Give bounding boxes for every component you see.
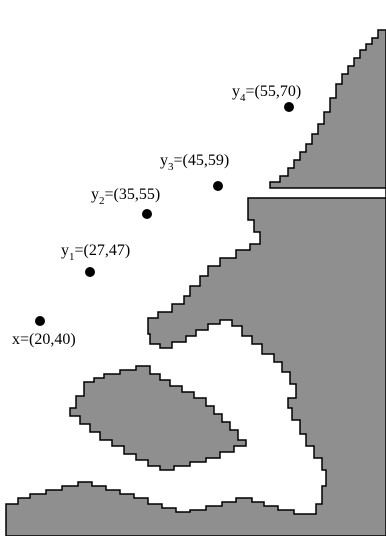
point-label-coords: =(27,47) (75, 242, 131, 259)
point-label: y2=(35,55) (91, 186, 160, 207)
point-y1: y1=(27,47) (61, 242, 130, 277)
island-landmass (69, 365, 247, 471)
point-label-subscript: 2 (99, 195, 105, 207)
point-label-coords: =(45,59) (174, 152, 230, 169)
point-dot (213, 181, 223, 191)
point-label-coords: =(20,40) (20, 331, 76, 348)
points-layer: x=(20,40)y1=(27,47)y2=(35,55)y3=(45,59)y… (12, 83, 301, 348)
point-label: y1=(27,47) (61, 242, 130, 263)
point-label-prefix: y (160, 152, 168, 169)
point-label-prefix: x (12, 331, 20, 348)
point-label-prefix: y (61, 242, 69, 259)
point-y3: y3=(45,59) (160, 152, 229, 191)
point-label-subscript: 1 (69, 251, 75, 263)
point-label-prefix: y (91, 186, 99, 203)
point-dot (35, 316, 45, 326)
point-label: y4=(55,70) (232, 83, 301, 104)
point-label-prefix: y (232, 83, 240, 100)
point-dot (85, 267, 95, 277)
point-x: x=(20,40) (12, 316, 76, 348)
point-label-subscript: 3 (168, 161, 174, 173)
point-dot (142, 209, 152, 219)
point-label-coords: =(35,55) (105, 186, 161, 203)
point-y4: y4=(55,70) (232, 83, 301, 112)
point-label-subscript: 4 (240, 92, 246, 104)
point-dot (284, 102, 294, 112)
coastline-landmass (5, 29, 386, 536)
point-label: y3=(45,59) (160, 152, 229, 173)
point-label: x=(20,40) (12, 331, 76, 348)
point-y2: y2=(35,55) (91, 186, 160, 219)
point-label-coords: =(55,70) (246, 83, 302, 100)
